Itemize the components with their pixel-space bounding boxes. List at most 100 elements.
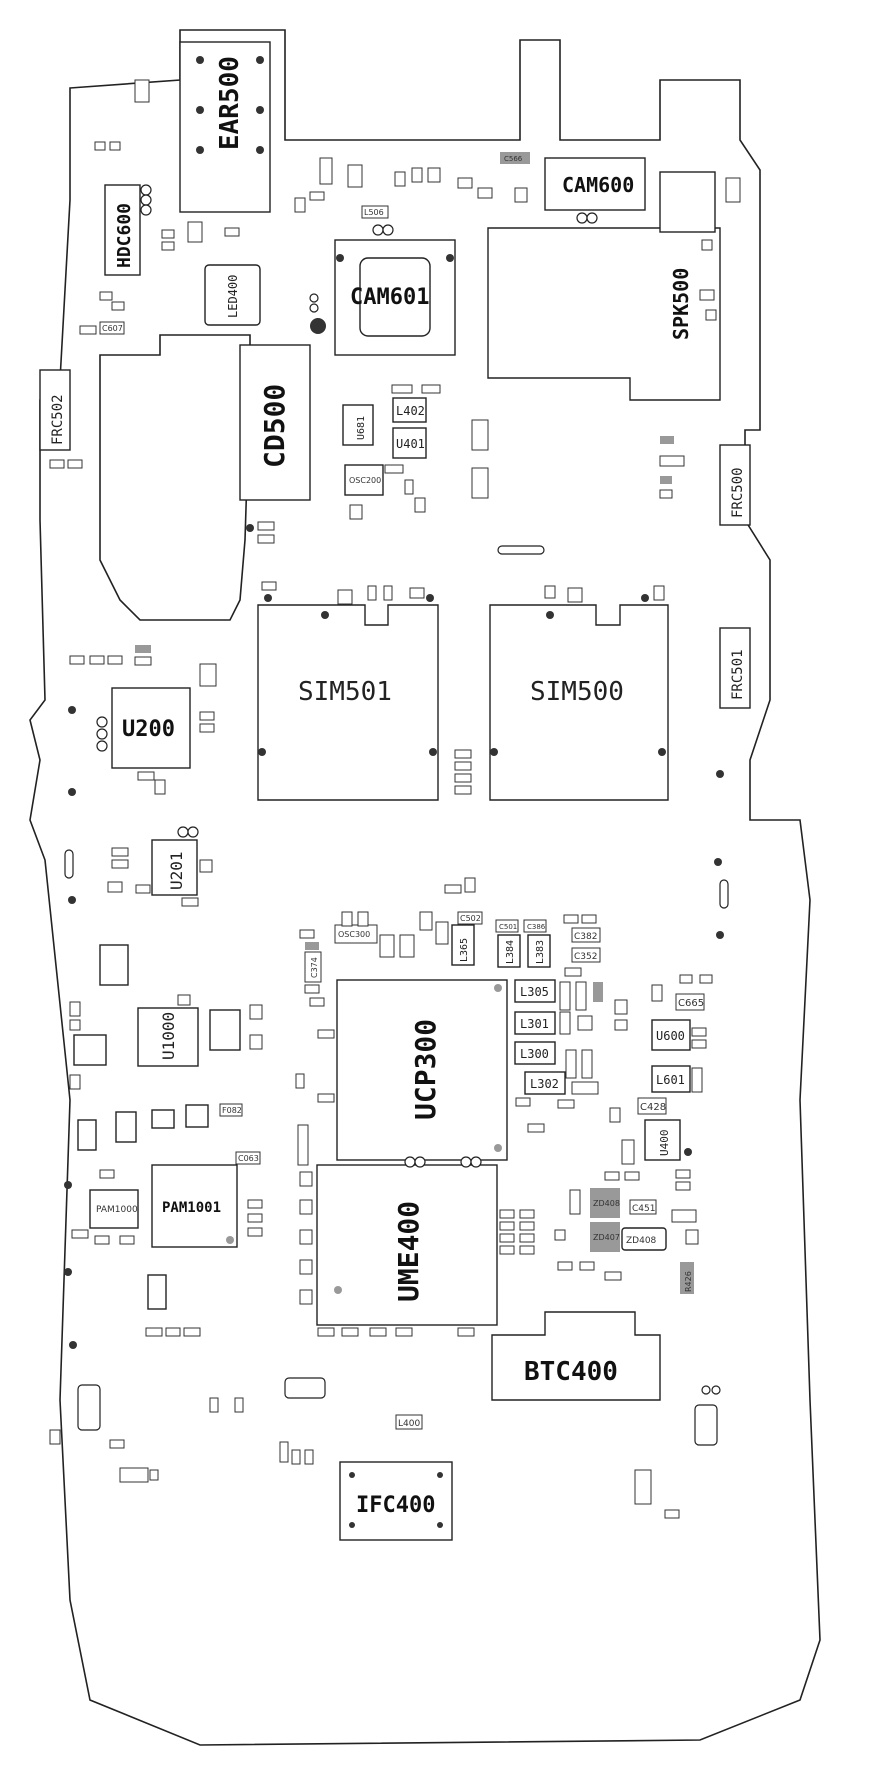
u600-component — [651, 1019, 691, 1051]
frc502-component — [39, 369, 71, 451]
spk500-label: SPK500 — [669, 268, 693, 340]
osc200-component — [344, 464, 384, 496]
zd408-label: ZD408 — [593, 1199, 620, 1208]
u200-component — [111, 687, 191, 769]
c382-label: C382 — [574, 932, 597, 942]
sim501-label: SIM501 — [298, 677, 392, 707]
u681-component — [342, 404, 374, 446]
u201-component — [151, 839, 198, 896]
pam1001-label: PAM1001 — [162, 1200, 221, 1216]
l383-label: L383 — [535, 940, 546, 964]
board-outline — [29, 29, 821, 1746]
l301-label: L301 — [520, 1017, 549, 1031]
l300-component — [514, 1041, 556, 1065]
c352-label: C352 — [574, 952, 597, 962]
ucp300-component — [336, 979, 508, 1161]
l302-component — [524, 1071, 566, 1095]
l305-label: L305 — [520, 985, 549, 999]
c063-label: C063 — [238, 1154, 259, 1163]
ume400-label: UME400 — [392, 1201, 425, 1302]
u1000-label: U1000 — [159, 1012, 178, 1060]
frc501-component — [719, 627, 751, 709]
l400-component — [395, 1414, 423, 1430]
l384-label: L384 — [505, 940, 516, 964]
c451-component — [629, 1199, 657, 1215]
c566-component — [500, 152, 530, 164]
c607-component — [99, 321, 125, 335]
c451-label: C451 — [632, 1204, 655, 1214]
l601-component — [651, 1065, 691, 1093]
hdc600-component — [104, 184, 141, 276]
l383-component — [527, 934, 551, 968]
frc502-label: FRC502 — [50, 394, 66, 445]
ume400-component — [316, 1164, 498, 1326]
ear500-component — [179, 41, 271, 213]
u600-label: U600 — [656, 1029, 685, 1043]
c566-label: C566 — [504, 155, 523, 163]
cd500-component — [239, 344, 311, 501]
frc500-component — [719, 444, 751, 526]
cd500-cutout — [99, 334, 251, 621]
l365-component — [451, 924, 475, 966]
c607-label: C607 — [102, 324, 123, 333]
c502-component — [457, 911, 483, 925]
small-passives — [49, 79, 741, 1519]
zd408b-label: ZD408 — [626, 1236, 657, 1246]
cd500-label: CD500 — [258, 384, 291, 468]
frc501-label: FRC501 — [730, 649, 746, 700]
u681-label: U681 — [356, 416, 367, 440]
cam600-component — [544, 157, 646, 211]
u200-label: U200 — [122, 717, 175, 742]
u401-component — [392, 427, 427, 459]
pam1001-component — [151, 1164, 238, 1248]
c501-label: C501 — [499, 923, 517, 931]
f082-component — [219, 1103, 243, 1117]
l301-component — [514, 1011, 556, 1035]
led400-component — [204, 264, 261, 326]
l302-label: L302 — [530, 1077, 559, 1091]
r426-component — [680, 1262, 694, 1294]
l400-label: L400 — [398, 1419, 420, 1429]
zd407-component — [590, 1222, 620, 1252]
u201-label: U201 — [167, 851, 186, 890]
l402-label: L402 — [396, 404, 425, 418]
osc300-label: OSC300 — [338, 930, 370, 939]
pam1000-component — [89, 1189, 139, 1229]
led400-label: LED400 — [226, 275, 240, 318]
hdc600-label: HDC600 — [114, 203, 135, 268]
l506-component — [361, 205, 389, 219]
c386-label: C386 — [527, 923, 546, 931]
u400-component — [644, 1119, 681, 1161]
c352-component — [571, 947, 601, 963]
frc500-label: FRC500 — [730, 467, 746, 518]
c382-component — [571, 927, 601, 943]
l305-component — [514, 979, 556, 1003]
l402-component — [392, 397, 427, 423]
f082-label: F082 — [222, 1106, 242, 1115]
osc300-component — [334, 924, 378, 944]
l506-label: L506 — [364, 208, 384, 217]
sim501-component — [257, 604, 439, 801]
c502-label: C502 — [460, 914, 481, 923]
mounting-holes — [64, 524, 729, 1446]
l384-component — [497, 934, 521, 968]
btc400-label: BTC400 — [524, 1357, 618, 1387]
c374-label: C374 — [310, 957, 319, 978]
l601-label: L601 — [656, 1073, 685, 1087]
l365-label: L365 — [459, 938, 470, 962]
c386-component — [523, 919, 547, 933]
c063-component — [235, 1151, 261, 1165]
u401-label: U401 — [396, 437, 425, 451]
c428-component — [637, 1097, 667, 1115]
osc200-label: OSC200 — [349, 476, 381, 485]
c665-label: C665 — [678, 998, 704, 1009]
pam1000-label: PAM1000 — [96, 1205, 138, 1215]
cam600-label: CAM600 — [562, 173, 634, 197]
ear500-label: EAR500 — [215, 56, 245, 150]
u1000-component — [137, 1007, 199, 1067]
zd408b-component — [621, 1227, 667, 1251]
c428-label: C428 — [640, 1102, 666, 1113]
zd407-label: ZD407 — [593, 1233, 620, 1242]
spk500-component — [487, 227, 721, 401]
